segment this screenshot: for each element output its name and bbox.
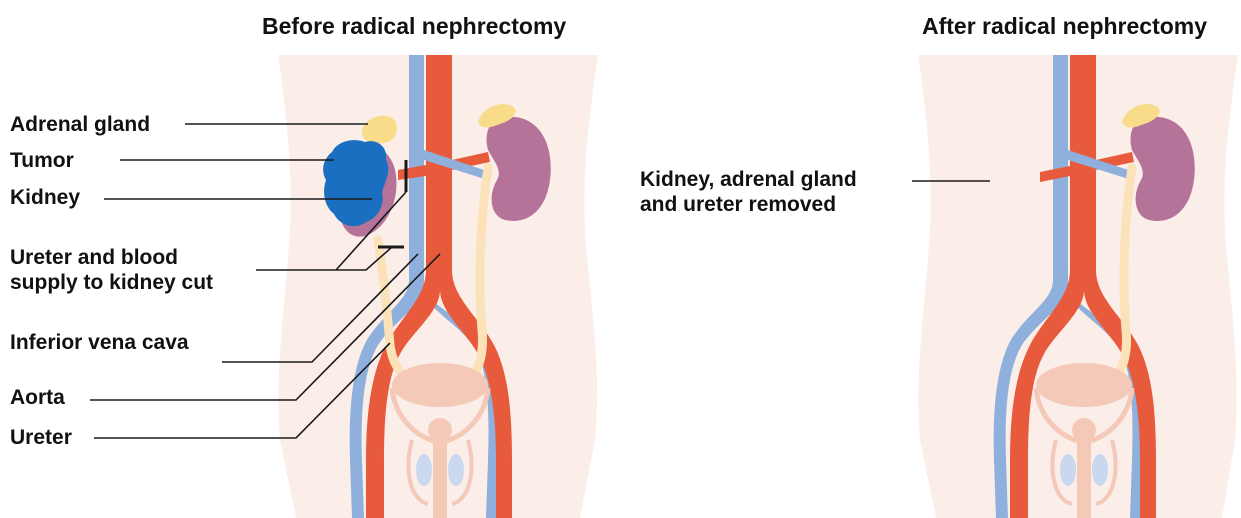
label-tumor: Tumor (10, 149, 74, 172)
label-ureter-cut-line2: supply to kidney cut (10, 271, 213, 294)
before-panel: Before radical nephrectomy Adrenal gland… (10, 13, 598, 518)
label-removed-line1: Kidney, adrenal gland (640, 168, 857, 191)
label-kidney: Kidney (10, 186, 80, 209)
label-inferior-vena-cava: Inferior vena cava (10, 331, 189, 354)
before-title: Before radical nephrectomy (262, 13, 566, 39)
after-title: After radical nephrectomy (922, 13, 1207, 39)
label-ureter-cut-line1: Ureter and blood (10, 246, 178, 269)
label-aorta: Aorta (10, 386, 65, 409)
after-panel: After radical nephrectomy Kidney, adrena… (640, 13, 1238, 518)
label-adrenal-gland: Adrenal gland (10, 113, 150, 136)
label-removed-line2: and ureter removed (640, 193, 836, 216)
label-ureter: Ureter (10, 426, 72, 449)
